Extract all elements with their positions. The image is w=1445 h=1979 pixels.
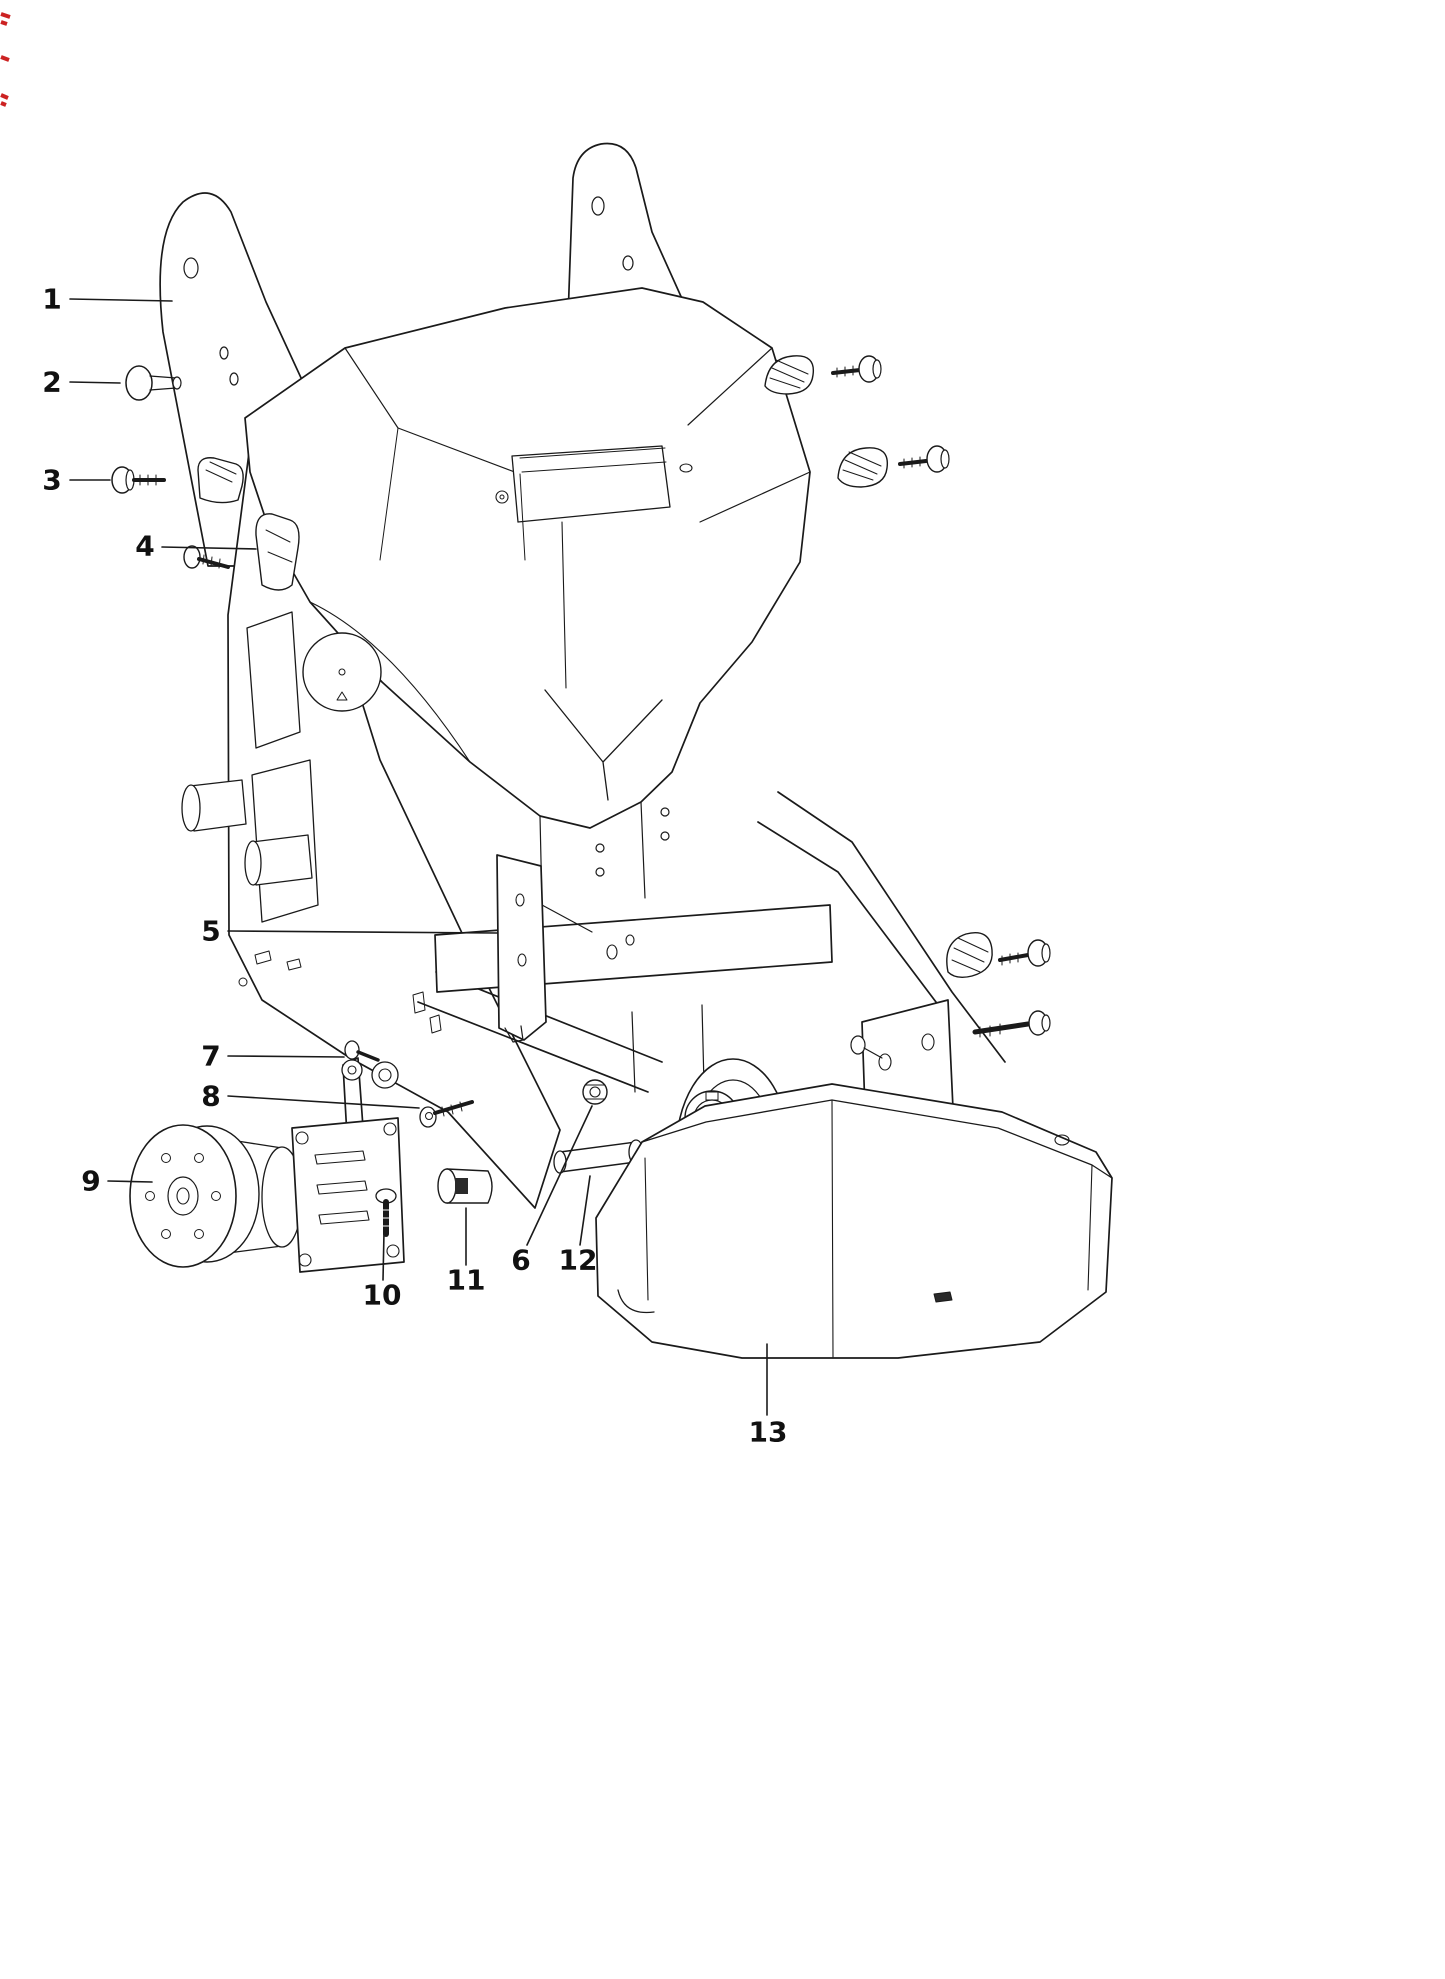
callout-5: 5 — [201, 914, 221, 948]
callout-3: 3 — [42, 463, 62, 497]
scan-artifact — [0, 12, 11, 107]
part-bolt-8 — [419, 1100, 474, 1128]
part-left-frame-plate — [181, 444, 561, 1209]
callout-12: 12 — [558, 1243, 598, 1277]
callout-7: 7 — [201, 1039, 221, 1073]
part-belt-guard — [291, 1117, 405, 1273]
part-center-bracket — [496, 854, 547, 1043]
callout-leader-lines — [69, 298, 768, 1416]
callout-4: 4 — [135, 529, 155, 563]
callout-6: 6 — [511, 1243, 531, 1277]
part-right-mount-bolts — [946, 932, 1051, 1038]
callout-8: 8 — [201, 1079, 221, 1113]
part-nut-6 — [582, 1079, 608, 1105]
part-bolt-7 — [344, 1040, 380, 1062]
callout-1: 1 — [42, 282, 62, 316]
part-bushing-11 — [437, 1168, 493, 1204]
part-bolt-4 — [183, 545, 230, 569]
part-plug-2 — [125, 365, 182, 401]
part-bolt-10 — [375, 1188, 397, 1237]
callout-10: 10 — [362, 1278, 402, 1312]
callout-11: 11 — [446, 1263, 486, 1297]
part-pulley-assembly — [129, 1124, 303, 1268]
part-bracket-upper — [197, 457, 244, 504]
part-fan-opening — [302, 632, 382, 712]
part-vibration-mounts — [764, 355, 950, 488]
part-bracket-4 — [255, 513, 300, 591]
part-deck-shroud — [595, 1083, 1113, 1359]
part-main-cover — [244, 287, 811, 829]
callout-9: 9 — [81, 1164, 101, 1198]
callout-13: 13 — [748, 1415, 788, 1449]
callout-2: 2 — [42, 365, 62, 399]
part-bolt-3 — [111, 466, 166, 494]
